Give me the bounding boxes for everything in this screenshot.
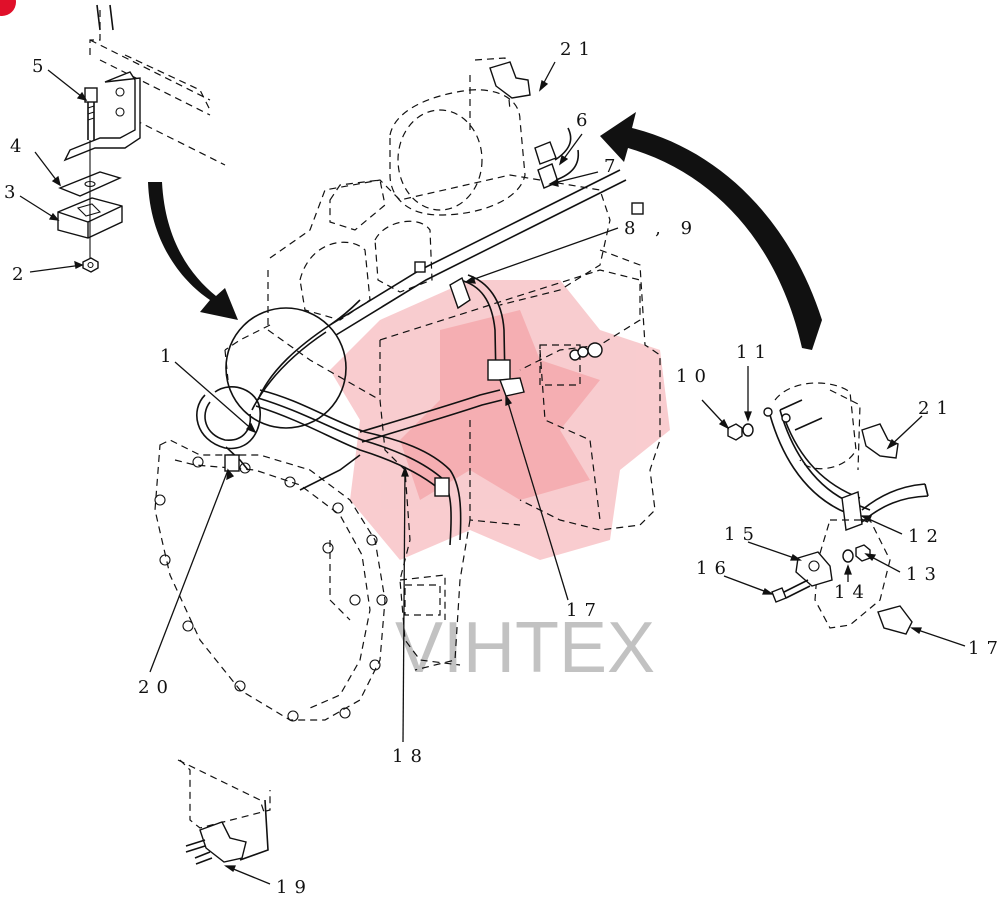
watermark-logo <box>330 280 670 560</box>
washer-11 <box>742 423 754 437</box>
corner-badge <box>0 0 16 16</box>
leader-lines <box>19 61 966 885</box>
callout-17-center: 17 <box>566 600 603 621</box>
callout-14: 14 <box>834 582 871 603</box>
detail-circle <box>225 307 347 429</box>
callout-13: 13 <box>906 564 943 585</box>
wiring-harness <box>196 61 644 546</box>
arrow-right <box>600 112 822 350</box>
callout-18: 18 <box>392 746 429 767</box>
callout-19: 19 <box>276 877 313 898</box>
callout-11: 11 <box>736 342 773 363</box>
callout-20: 20 <box>138 677 175 698</box>
engine-mount-detail <box>57 4 226 273</box>
callout-2: 2 <box>12 264 30 285</box>
nut-10 <box>727 423 743 441</box>
callout-7: 7 <box>604 156 622 177</box>
callout-12: 12 <box>908 526 945 547</box>
callout-4: 4 <box>10 136 28 157</box>
nut-2 <box>82 257 99 273</box>
callout-17-right: 17 <box>968 638 1000 659</box>
arrow-left <box>148 182 238 320</box>
insulator-3 <box>57 197 123 239</box>
callouts: 5 4 3 2 1 20 18 17 21 6 7 8 , 9 10 11 21… <box>4 39 1000 898</box>
bolt-5 <box>84 87 98 140</box>
callout-16: 16 <box>696 558 733 579</box>
clamp-17 <box>877 605 913 635</box>
callout-8-9: 8 , 9 <box>624 218 699 239</box>
callout-6: 6 <box>576 110 594 131</box>
callout-15: 15 <box>724 524 761 545</box>
callout-10: 10 <box>676 366 713 387</box>
sensor-detail <box>727 382 929 635</box>
callout-21-right: 21 <box>918 398 955 419</box>
watermark-text: VIHTEX <box>395 608 655 688</box>
connector-detail <box>177 759 271 865</box>
callout-1: 1 <box>160 346 178 367</box>
callout-3: 3 <box>4 182 22 203</box>
clamp-15 <box>795 551 833 587</box>
callout-5: 5 <box>32 56 50 77</box>
callout-21-top: 21 <box>560 39 597 60</box>
